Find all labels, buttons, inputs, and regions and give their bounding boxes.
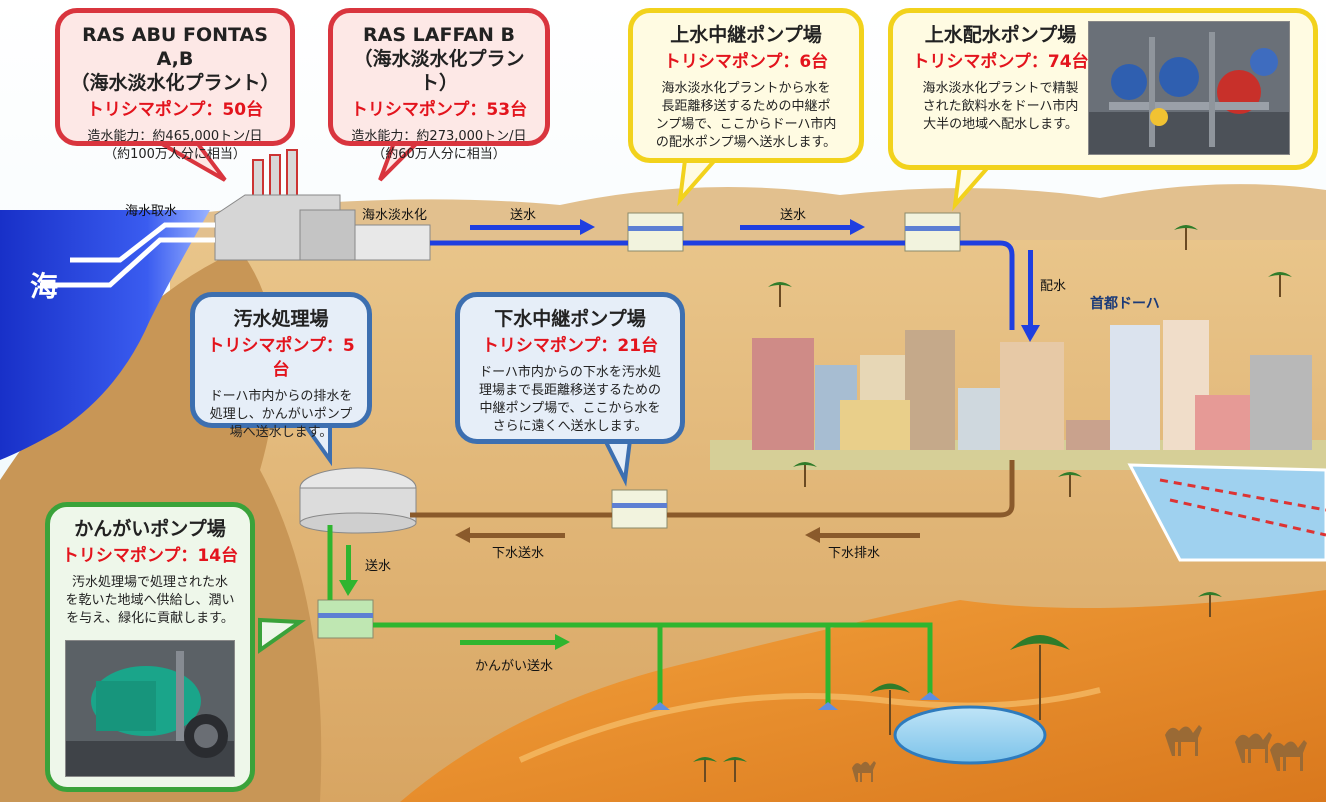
description-line: された飲料水をドーハ市内 (922, 99, 1079, 114)
pump-count: トリシマポンプ：53台 (350, 100, 528, 120)
description: 海水淡水化プラントで精製 された飲料水をドーハ市内 大半の地域へ配水します。 (903, 80, 1098, 134)
pump-photo (1088, 21, 1290, 155)
callout-subtitle: （海水淡水化プラント） (70, 72, 280, 94)
pump-photo (65, 640, 235, 777)
capacity-equivalent: （約60万人分に相当） (372, 147, 506, 162)
callout-text: 上水配水ポンプ場 トリシマポンプ：74台 海水淡水化プラントで精製 された飲料水… (903, 23, 1098, 134)
sewer-flow-arrows (455, 527, 920, 543)
description-line: 場へ送水します。 (229, 425, 333, 440)
callout-irrigation-pump-station: かんがいポンプ場 トリシマポンプ：14台 汚水処理場で処理された水 を乾いた地域… (45, 502, 255, 792)
description: ドーハ市内からの下水を汚水処 理場まで長距離移送するための 中継ポンプ場で、ここ… (470, 364, 670, 436)
callout-title: 下水中継ポンプ場 (494, 308, 646, 330)
pump-count: トリシマポンプ：74台 (912, 52, 1089, 72)
pump-count: トリシマポンプ：50台 (86, 100, 264, 120)
sewer-drain-label: 下水排水 (828, 546, 881, 561)
description-line: を乾いた地域へ供給し、潤い (65, 593, 235, 608)
city-buildings (752, 320, 1312, 450)
irrigation-line (327, 525, 933, 705)
callout-ras-abu-fontas: RAS ABU FONTAS A,B （海水淡水化プラント） トリシマポンプ：5… (55, 8, 295, 162)
callout-title: RAS ABU FONTAS A,B (82, 24, 268, 70)
intake-label: 海水取水 (125, 204, 178, 219)
callout-water-distribution-pump-station: 上水配水ポンプ場 トリシマポンプ：74台 海水淡水化プラントで精製 された飲料水… (888, 8, 1318, 170)
description: 汚水処理場で処理された水 を乾いた地域へ供給し、潤い を与え、緑化に貢献します。 (60, 574, 240, 628)
city-label: 首都ドーハ (1090, 296, 1160, 312)
description-line: 海水淡水化プラントで精製 (922, 81, 1079, 96)
sprinklers (650, 692, 940, 710)
irrigation-send-label: かんがい送水 (475, 659, 554, 674)
description-line: 海水淡水化プラントから水を (661, 81, 831, 96)
description-line: 中継ポンプ場で、ここから水を (479, 401, 661, 416)
pump-count: トリシマポンプ：21台 (481, 336, 659, 356)
oasis-pool (893, 705, 1047, 765)
camels (852, 725, 1307, 782)
pump-count: トリシマポンプ：5台 (207, 336, 355, 380)
description-line: 処理し、かんがいポンプ (209, 407, 353, 422)
desal-label: 海水淡水化 (362, 208, 428, 223)
callout-title: 上水配水ポンプ場 (924, 24, 1077, 46)
callout-ras-laffan-b: RAS LAFFAN B （海水淡水化プラント） トリシマポンプ：53台 造水能… (328, 8, 550, 162)
description-line: の配水ポンプ場へ送水します。 (655, 135, 837, 150)
water-supply-line (430, 240, 1015, 330)
pump-count: トリシマポンプ：14台 (61, 546, 239, 566)
capacity: 造水能力：約465,000トン/日 (87, 129, 263, 144)
callout-sewage-treatment-plant: 汚水処理場 トリシマポンプ：5台 ドーハ市内からの排水を 処理し、かんがいポンプ… (190, 292, 372, 440)
palm-trees (693, 225, 1292, 782)
description-line: 汚水処理場で処理された水 (71, 575, 228, 590)
sea (0, 210, 210, 460)
callout-title: RAS LAFFAN B (363, 24, 515, 46)
send-label-2: 送水 (780, 208, 807, 223)
description-line: 長距離移送するための中継ポ (661, 99, 831, 114)
callout-sewer-relay-pump-station: 下水中継ポンプ場 トリシマポンプ：21台 ドーハ市内からの下水を汚水処 理場まで… (455, 292, 685, 444)
description-line: さらに遠くへ送水します。 (492, 419, 648, 434)
send-label-1: 送水 (510, 208, 537, 223)
callout-title: かんがいポンプ場 (74, 518, 226, 540)
pump-station-boxes (317, 212, 961, 639)
sewage-tank (299, 467, 417, 534)
callout-subtitle: （海水淡水化プラント） (353, 48, 525, 94)
description: 海水淡水化プラントから水を 長距離移送するための中継ポ ンプ場で、ここからドーハ… (643, 80, 849, 152)
description-line: 大半の地域へ配水します。 (923, 117, 1078, 132)
sea-label: 海 (30, 270, 59, 303)
capacity: 造水能力：約273,000トン/日 (351, 129, 527, 144)
intake-pipe (40, 237, 215, 288)
desalination-plant (214, 149, 431, 261)
dune-highlight (518, 687, 1101, 763)
callout-pointers (147, 138, 995, 654)
description-line: ンプ場で、ここからドーハ市内 (655, 117, 837, 132)
description-line: ドーハ市内からの排水を (209, 389, 353, 404)
pump-count: トリシマポンプ：6台 (663, 52, 829, 72)
sewer-send-label: 下水送水 (492, 546, 545, 561)
description-line: 理場まで長距離移送するための (478, 383, 661, 398)
description-line: を与え、緑化に貢献します。 (66, 611, 234, 626)
send-label-3: 送水 (365, 559, 392, 574)
distribute-label: 配水 (1040, 279, 1067, 294)
callout-water-relay-pump-station: 上水中継ポンプ場 トリシマポンプ：6台 海水淡水化プラントから水を 長距離移送す… (628, 8, 864, 163)
description: ドーハ市内からの排水を 処理し、かんがいポンプ 場へ送水します。 (205, 388, 357, 442)
water-flow-arrows (470, 219, 1040, 342)
sewer-line (410, 460, 1015, 518)
description-line: ドーハ市内からの下水を汚水処 (479, 365, 661, 380)
callout-title: 上水中継ポンプ場 (670, 24, 822, 46)
irrigation-flow-arrows (339, 545, 570, 650)
capacity-equivalent: （約100万人分に相当） (104, 147, 246, 162)
callout-title: 汚水処理場 (233, 308, 329, 330)
